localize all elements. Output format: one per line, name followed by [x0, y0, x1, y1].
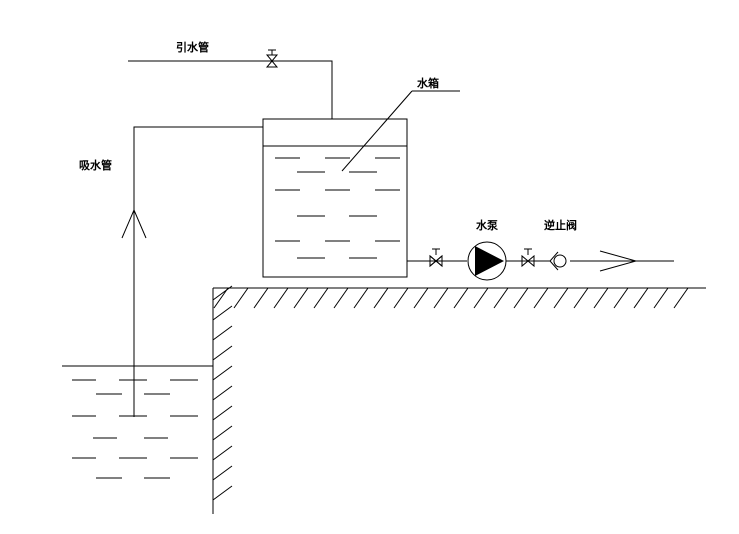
wall-hatch-line: [212, 465, 233, 481]
priming-gate-valve: [265, 49, 279, 68]
water-tank: [262, 90, 460, 278]
priming-pipe-label: 引水管: [176, 40, 209, 54]
ground-hatch-line: [613, 287, 629, 309]
wall-hatch-line: [212, 345, 233, 361]
ground-hatch-line: [673, 287, 689, 309]
ground-hatch-line: [453, 287, 469, 309]
ground-hatch-line: [253, 287, 269, 309]
ground: [213, 287, 706, 309]
flow-arrow-up: [121, 208, 147, 239]
ground-hatch-line: [553, 287, 569, 309]
wall-hatch-line: [212, 325, 233, 341]
ground-hatch-line: [653, 287, 669, 309]
ground-hatch-line: [413, 287, 429, 309]
wall-hatch-line: [212, 445, 233, 461]
wall-hatch-line: [212, 305, 233, 321]
ground-hatch-line: [293, 287, 309, 309]
ground-hatch-line: [593, 287, 609, 309]
wall-hatch-line: [212, 425, 233, 441]
check-valve-label: 逆止阀: [544, 218, 577, 232]
ground-hatch-line: [273, 287, 289, 309]
pump-impeller-triangle: [475, 246, 504, 276]
reservoir: [62, 365, 213, 479]
ground-hatch-line: [233, 287, 249, 309]
pump: [467, 241, 507, 281]
ground-hatch-line: [473, 287, 489, 309]
gate-valve-after-pump: [521, 248, 535, 268]
wall-hatch-line: [212, 365, 233, 381]
ground-hatch-line: [353, 287, 369, 309]
ground-hatch-line: [513, 287, 529, 309]
ground-hatch-line: [373, 287, 389, 309]
tank-leader-line: [341, 90, 413, 172]
ground-hatch-line: [493, 287, 509, 309]
discharge-line: [407, 241, 674, 281]
wall-hatch-line: [212, 405, 233, 421]
wall-hatch-line: [212, 285, 233, 301]
suction-pipe: [121, 126, 263, 417]
ground-hatch-line: [533, 287, 549, 309]
ground-hatch-line: [633, 287, 649, 309]
ground-hatch-line: [393, 287, 409, 309]
check-valve: [549, 251, 567, 271]
suction-pipe-label: 吸水管: [79, 158, 112, 172]
pump-label: 水泵: [476, 218, 498, 232]
ground-hatch-line: [573, 287, 589, 309]
water-tank-label: 水箱: [417, 76, 439, 90]
ground-hatch-line: [313, 287, 329, 309]
flow-arrow-right: [599, 250, 638, 272]
retaining-wall: [212, 285, 233, 514]
wall-hatch-line: [212, 485, 233, 501]
ground-hatch-line: [213, 287, 229, 309]
ground-hatch-line: [433, 287, 449, 309]
wall-hatch-line: [212, 385, 233, 401]
ground-hatch-line: [333, 287, 349, 309]
priming-pipe: [128, 49, 333, 119]
gate-valve-before-pump: [429, 248, 443, 268]
